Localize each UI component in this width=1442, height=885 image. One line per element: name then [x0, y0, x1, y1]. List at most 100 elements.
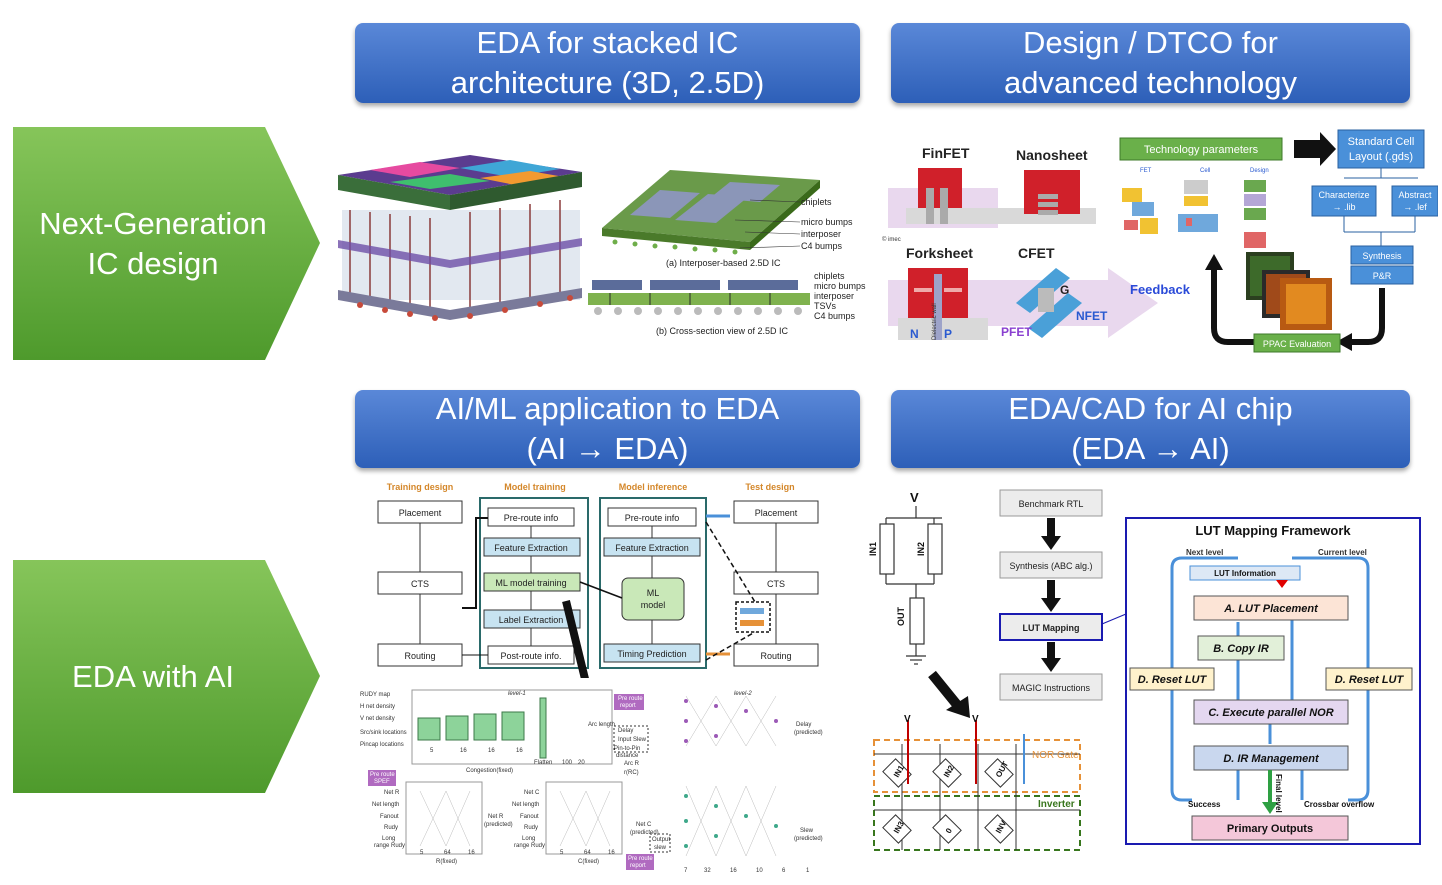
- mi-feature: Feature Extraction: [615, 543, 689, 553]
- header-line: (EDA → AI): [1071, 431, 1230, 466]
- stacked-ic-figure: chiplets micro bumps interposer C4 bumps…: [338, 155, 866, 336]
- header-ai-chip: EDA/CAD for AI chip (EDA → AI): [891, 390, 1410, 468]
- vo-label-2: V: [904, 714, 911, 725]
- flow-lut-mapping: LUT Mapping: [1023, 623, 1080, 633]
- netc-out-2: (predicted): [630, 830, 659, 836]
- imec-copyright: © imec: [882, 236, 901, 243]
- col-test-design: Test design: [745, 482, 794, 492]
- row-label-eda-ai: EDA with AI: [72, 658, 234, 694]
- curved-arrow-right: [1350, 288, 1385, 345]
- lut-info: LUT Information: [1214, 569, 1276, 578]
- nn-flatten: Flatten: [534, 760, 552, 766]
- sub-design: Design: [1250, 168, 1269, 174]
- label-n: N: [910, 327, 919, 341]
- dim-c-1: 5: [560, 850, 564, 856]
- netr-out-2: (predicted): [484, 822, 513, 828]
- nn-level1: level-1: [508, 691, 526, 697]
- spef-1: Pre route: [370, 772, 395, 778]
- delay-out-2: (predicted): [794, 730, 823, 736]
- nn-flatten-20: 20: [578, 760, 585, 766]
- nn-in-vnet: V net density: [360, 716, 395, 722]
- label-c4-bumps-b: C4 bumps: [814, 311, 856, 321]
- curved-arrow-left: [1211, 268, 1254, 345]
- test-placement: Placement: [755, 508, 798, 518]
- black-arrow: [1294, 132, 1336, 166]
- slew-out-2: (predicted): [794, 836, 823, 842]
- label-interposer-b: interposer: [814, 291, 854, 301]
- flow-magic: MAGIC Instructions: [1012, 683, 1091, 693]
- cfix: C(fixed): [578, 859, 599, 865]
- mt-pre-route: Pre-route info: [504, 513, 559, 523]
- nn-dim-1: 5: [430, 748, 434, 754]
- in2-label: IN2: [916, 542, 926, 556]
- nn-level2: level-2: [734, 691, 752, 697]
- device-forksheet: Forksheet: [906, 245, 973, 261]
- mt-label: Label Extraction: [499, 615, 564, 625]
- col-training-design: Training design: [387, 482, 454, 492]
- train-placement: Placement: [399, 508, 442, 518]
- label-tsvs-b: TSVs: [814, 301, 837, 311]
- nn-arc-length: Arc length: [588, 722, 615, 728]
- preroute-report-b2: report: [630, 863, 646, 869]
- label-feedback: Feedback: [1130, 282, 1191, 297]
- label-p: P: [944, 327, 952, 341]
- layout-thumbnails: [1246, 252, 1332, 330]
- netc-in-1: Net C: [524, 790, 540, 796]
- dim-l2-5: 6: [782, 868, 786, 874]
- dim-l2-1: 7: [684, 868, 688, 874]
- spef-2: SPEF: [374, 779, 390, 785]
- dim-r-3: 16: [468, 850, 475, 856]
- netc-in-5: Long: [522, 836, 535, 842]
- success-label: Success: [1188, 800, 1221, 809]
- std-cell-line1: Standard Cell: [1348, 136, 1415, 148]
- a-lut-placement: A. LUT Placement: [1223, 603, 1319, 615]
- synthesis-box: Synthesis: [1362, 251, 1402, 261]
- final-level-label: Final level: [1274, 774, 1283, 813]
- big-down-arrow: [562, 600, 589, 678]
- netc-in-6: range Rudy: [514, 843, 545, 849]
- row-arrow-next-gen: [13, 127, 320, 360]
- netr-in-5: Long: [382, 836, 395, 842]
- label-micro-bumps-b: micro bumps: [814, 281, 866, 291]
- output-slew-2: slew: [654, 845, 667, 851]
- flow-synthesis: Synthesis (ABC alg.): [1009, 561, 1092, 571]
- delay-out-1: Delay: [796, 722, 811, 728]
- mi-timing: Timing Prediction: [617, 649, 686, 659]
- label-nfet: NFET: [1076, 309, 1108, 323]
- preroute-report-2: report: [620, 703, 636, 709]
- dtco-figure: FinFET © imec Nanosheet Forksheet N P Di…: [882, 129, 1438, 353]
- label-chiplets-b: chiplets: [814, 271, 845, 281]
- vo-label: V: [910, 490, 919, 505]
- label-pfet: PFET: [1001, 325, 1032, 339]
- col-model-training: Model training: [504, 482, 566, 492]
- label-interposer: interposer: [801, 229, 841, 239]
- primary-outputs: Primary Outputs: [1227, 823, 1313, 835]
- output-slew-1: Output: [652, 837, 670, 843]
- feat-delay: Delay: [618, 728, 633, 734]
- d-reset-left: D. Reset LUT: [1138, 674, 1208, 686]
- netc-in-3: Fanout: [520, 814, 539, 820]
- ppac-box: PPAC Evaluation: [1263, 339, 1331, 349]
- header-line: (AI → EDA): [526, 431, 689, 466]
- dim-c-2: 64: [584, 850, 591, 856]
- netc-out-1: Net C: [636, 822, 652, 828]
- c-execute-nor: C. Execute parallel NOR: [1208, 707, 1333, 719]
- current-level: Current level: [1318, 548, 1367, 557]
- header-line: AI/ML application to EDA: [435, 391, 780, 426]
- nn-in-hnet: H net density: [360, 704, 395, 710]
- characterize-line2: → .lib: [1332, 202, 1355, 212]
- out-label: OUT: [896, 607, 906, 627]
- b-copy-ir: B. Copy IR: [1213, 643, 1269, 655]
- device-finfet: FinFET: [922, 145, 970, 161]
- header-line: Design / DTCO for: [1023, 25, 1278, 60]
- caption-b: (b) Cross-section view of 2.5D IC: [656, 326, 789, 336]
- abstract-line2: → .lef: [1403, 202, 1427, 212]
- xbar-zero: 0: [944, 826, 954, 835]
- nn-in-src: Src/sink locations: [360, 730, 407, 736]
- dim-c-3: 16: [608, 850, 615, 856]
- label-chiplets: chiplets: [801, 197, 832, 207]
- dim-r-1: 5: [420, 850, 424, 856]
- caption-a: (a) Interposer-based 2.5D IC: [666, 258, 781, 268]
- mi-pre-route: Pre-route info: [625, 513, 680, 523]
